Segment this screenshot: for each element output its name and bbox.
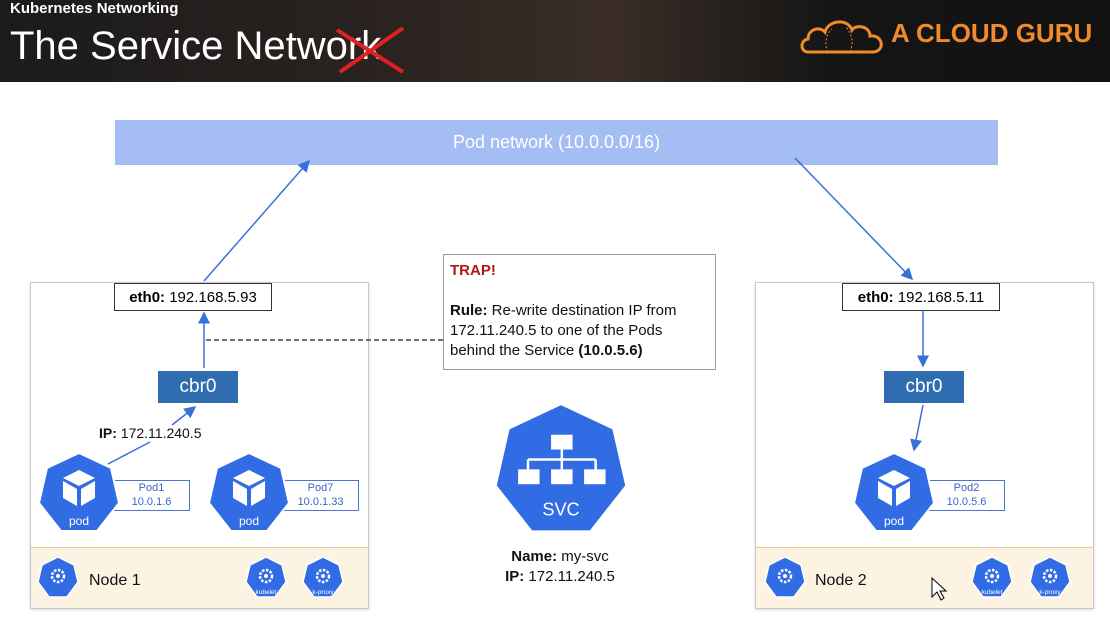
node-2-kproxy-label: k-proxy	[1039, 589, 1061, 596]
node-2-eth0-key: eth0:	[857, 288, 894, 306]
service-name-value: my-svc	[561, 548, 609, 565]
trap-rule-target: (10.0.5.6)	[578, 342, 643, 359]
pod1-ip: 10.0.1.6	[131, 496, 172, 508]
node-1-ip-key: IP:	[99, 425, 117, 441]
node-gear-icon	[763, 555, 807, 599]
mouse-cursor-icon	[931, 576, 948, 601]
pod-network-bar: Pod network (10.0.0.0/16)	[115, 120, 998, 165]
node-1	[30, 282, 369, 609]
arrow-cbr0-to-pod2	[910, 404, 924, 452]
node-1-label: Node 1	[89, 572, 141, 589]
node-2-eth0-ip: 192.168.5.11	[897, 288, 985, 306]
pod1-icon: pod	[38, 452, 120, 532]
node-2	[755, 282, 1094, 609]
node-1-eth0-ip: 192.168.5.93	[169, 288, 257, 306]
node-2-cbr0: cbr0	[884, 371, 964, 403]
kubelet-icon: kubelet	[970, 555, 1014, 599]
k-proxy-icon: k-proxy	[301, 555, 345, 599]
line-pod1-to-ip	[107, 441, 151, 465]
slide-header: Kubernetes Networking The Service Networ…	[0, 0, 1110, 82]
node-2-kubelet-label: kubelet	[982, 589, 1003, 596]
node-gear-icon	[36, 555, 80, 599]
node-2-label: Node 2	[815, 572, 867, 589]
service-name-key: Name:	[511, 548, 558, 565]
pod1-name: Pod1	[138, 482, 165, 494]
pod2-ip: 10.0.5.6	[946, 496, 987, 508]
service-label: Name: my-svc IP: 172.11.240.5	[470, 547, 650, 587]
pod1-info: Pod1 10.0.1.6	[113, 480, 190, 511]
pod7-ip: 10.0.1.33	[297, 496, 344, 508]
node-1-kubelet-label: kubelet	[256, 589, 277, 596]
arrow-node1-to-podnet	[203, 159, 310, 282]
arrow-ip-to-cbr0	[171, 406, 197, 426]
cloud-logo-icon	[800, 20, 883, 54]
pod7-icon-label: pod	[239, 514, 259, 528]
node-1-ip-value: 172.11.240.5	[120, 425, 202, 441]
brand-name: A CLOUD GURU	[891, 18, 1093, 48]
kubelet-icon: kubelet	[244, 555, 288, 599]
node-1-cbr0: cbr0	[158, 371, 238, 403]
pod1-icon-label: pod	[69, 514, 89, 528]
arrow-podnet-to-node2	[794, 157, 914, 281]
pod-network-label: Pod network (10.0.0.0/16)	[452, 132, 661, 152]
service-icon-label: SVC	[542, 500, 579, 520]
strike-mark	[335, 26, 405, 74]
node-1-kproxy-label: k-proxy	[312, 589, 334, 596]
node-1-eth0: eth0: 192.168.5.93	[114, 283, 272, 311]
pod2-info: Pod2 10.0.5.6	[928, 480, 1005, 511]
pod2-name: Pod2	[953, 482, 980, 494]
service-ip-value: 172.11.240.5	[528, 568, 615, 585]
service-name-line: Name: my-svc	[470, 547, 650, 567]
k-proxy-icon: k-proxy	[1028, 555, 1072, 599]
service-hierarchy-icon: SVC	[493, 401, 629, 534]
slide-title: The Service Network	[10, 24, 381, 69]
node-1-bridge-ip: IP: 172.11.240.5	[99, 425, 202, 441]
node-1-eth0-key: eth0:	[129, 288, 166, 306]
trap-rule: Rule: Re-write destination IP from 172.1…	[450, 301, 709, 361]
pod2-icon: pod	[853, 452, 935, 532]
trap-rule-key: Rule:	[450, 302, 488, 319]
pod7-info: Pod7 10.0.1.33	[282, 480, 359, 511]
pod7-name: Pod7	[307, 482, 334, 494]
pod7-icon: pod	[208, 452, 290, 532]
trap-rule-text: Re-write destination IP from 172.11.240.…	[450, 302, 677, 359]
trap-callout: TRAP! Rule: Re-write destination IP from…	[443, 254, 716, 370]
pod2-icon-label: pod	[884, 514, 904, 528]
node-2-eth0: eth0: 192.168.5.11	[842, 283, 1000, 311]
service-ip-key: IP:	[505, 568, 525, 585]
slide-title-main: The Service Netw	[10, 24, 326, 68]
service-ip-line: IP: 172.11.240.5	[470, 567, 650, 587]
trap-title: TRAP!	[450, 262, 496, 279]
course-title: Kubernetes Networking	[10, 0, 179, 17]
